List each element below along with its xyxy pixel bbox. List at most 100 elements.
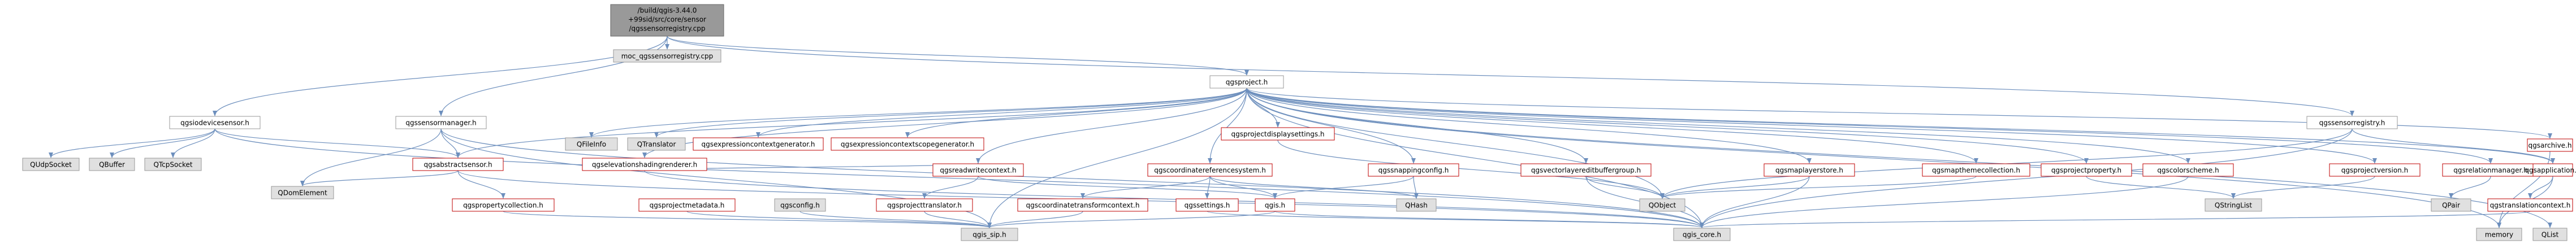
node-qgsprojversion[interactable]: qgsprojectversion.h	[2329, 163, 2421, 177]
node-box-qgsabstractsensor[interactable]	[412, 158, 504, 171]
node-box-qtranslator[interactable]	[627, 137, 686, 151]
node-qgsprojtrans[interactable]: qgsprojecttranslator.h	[876, 198, 973, 212]
node-qgscrs[interactable]: qgscoordinatereferencesystem.h	[1147, 163, 1273, 177]
node-qgsmaplayerstore[interactable]: qgsmaplayerstore.h	[1764, 163, 1855, 177]
node-box-qbuffer[interactable]	[89, 158, 135, 171]
node-qgsvectoredit[interactable]: qgsvectorlayereditbuffergroup.h	[1520, 163, 1652, 177]
node-box-qstringlist[interactable]	[2205, 198, 2262, 212]
node-box-qgsiodevicesensor[interactable]	[169, 116, 261, 129]
node-box-qgsmaptheme[interactable]	[1922, 163, 2030, 177]
node-box-qlist[interactable]	[2532, 228, 2568, 241]
edge-root-to-qgssensormanager	[439, 36, 668, 116]
node-qgscolorscheme[interactable]: qgscolorscheme.h	[2142, 163, 2234, 177]
node-box-qhash[interactable]	[1396, 198, 1437, 212]
node-box-qfileinfo[interactable]	[565, 137, 618, 151]
edge-qgsproject-to-qgis_sip	[987, 88, 1247, 228]
node-box-qgsprojmeta[interactable]	[638, 198, 736, 212]
node-box-qgsprojversion[interactable]	[2329, 163, 2421, 177]
node-memory[interactable]: memory	[2476, 228, 2522, 241]
node-box-qgselevshading[interactable]	[582, 158, 707, 171]
node-qpair[interactable]: QPair	[2431, 198, 2471, 212]
node-qgsapplication[interactable]: qgsapplication.h	[2525, 163, 2576, 177]
node-box-qgsmaplayerstore[interactable]	[1764, 163, 1855, 177]
node-box-qudpsocket[interactable]	[22, 158, 80, 171]
edge-qgsabstractsensor-to-qgspropcoll	[457, 170, 505, 199]
nodes-layer: /build/qgis-3.44.0+99sid/src/core/sensor…	[22, 4, 2576, 241]
node-qdomelement[interactable]: QDomElement	[271, 186, 334, 199]
node-box-moc[interactable]	[613, 49, 721, 63]
node-label-qgssnapping: qgssnappingconfig.h	[1378, 167, 1449, 175]
node-qgsprojdisplay[interactable]: qgsprojectdisplaysettings.h	[1221, 127, 1335, 141]
node-box-qgspropcoll[interactable]	[452, 198, 555, 212]
node-box-qgssensorregistry[interactable]	[2306, 116, 2398, 129]
node-root[interactable]: /build/qgis-3.44.0+99sid/src/core/sensor…	[610, 4, 724, 37]
node-box-qgsreadwritectx[interactable]	[932, 163, 1024, 177]
node-qtcpsocket[interactable]: QTcpSocket	[144, 158, 202, 171]
node-qgis_core[interactable]: qgis_core.h	[1673, 228, 1731, 241]
node-box-qgis_core[interactable]	[1673, 228, 1731, 241]
node-qgselevshading[interactable]: qgselevationshadingrenderer.h	[582, 158, 707, 171]
edge-qgsproject-to-qgsvectoredit	[1246, 88, 1588, 164]
node-qgsexprctxscope[interactable]: qgsexpressioncontextscopegenerator.h	[831, 137, 984, 151]
node-qgspropcoll[interactable]: qgspropertycollection.h	[452, 198, 555, 212]
node-qfileinfo[interactable]: QFileInfo	[565, 137, 618, 151]
node-qgssensorregistry[interactable]: qgssensorregistry.h	[2306, 116, 2398, 129]
node-qudpsocket[interactable]: QUdpSocket	[22, 158, 80, 171]
node-box-qgssnapping[interactable]	[1368, 163, 1459, 177]
node-box-qgscrs[interactable]	[1147, 163, 1273, 177]
node-label-qfileinfo: QFileInfo	[577, 141, 606, 149]
node-box-qgsproject[interactable]	[1209, 75, 1284, 89]
node-qgstranslationctx[interactable]: qgstranslationcontext.h	[2487, 198, 2573, 212]
node-box-memory[interactable]	[2476, 228, 2522, 241]
node-box-qgsvectoredit[interactable]	[1520, 163, 1652, 177]
node-box-qobject[interactable]	[1639, 198, 1685, 212]
edge-qgsarchive-to-memory	[2497, 151, 2551, 228]
node-box-qgsprojtrans[interactable]	[876, 198, 973, 212]
node-box-qpair[interactable]	[2431, 198, 2471, 212]
node-box-qgsconfig[interactable]	[774, 198, 826, 212]
node-box-qgsapplication[interactable]	[2532, 163, 2573, 177]
node-qgsprojmeta[interactable]: qgsprojectmetadata.h	[638, 198, 736, 212]
node-box-qgsprojprop[interactable]	[2041, 163, 2132, 177]
edge-qgscoordtrans-to-qgis_sip	[987, 211, 1083, 228]
node-qgsreadwritectx[interactable]: qgsreadwritecontext.h	[932, 163, 1024, 177]
node-qlist[interactable]: QList	[2532, 228, 2568, 241]
node-qgssensormanager[interactable]: qgssensormanager.h	[395, 116, 487, 129]
node-qhash[interactable]: QHash	[1396, 198, 1437, 212]
node-box-qgscolorscheme[interactable]	[2142, 163, 2234, 177]
node-qgsconfig[interactable]: qgsconfig.h	[774, 198, 826, 212]
node-label-qgsprojmeta: qgsprojectmetadata.h	[650, 202, 725, 210]
node-box-qgscoordtrans[interactable]	[1017, 198, 1148, 212]
edge-root-to-qgsproject	[667, 36, 1249, 76]
node-box-qgssensormanager[interactable]	[395, 116, 487, 129]
node-qgssnapping[interactable]: qgssnappingconfig.h	[1368, 163, 1459, 177]
node-box-qgsexprctxscope[interactable]	[831, 137, 984, 151]
node-box-qgis[interactable]	[1255, 198, 1295, 212]
node-qgsabstractsensor[interactable]: qgsabstractsensor.h	[412, 158, 504, 171]
node-box-qgis_sip[interactable]	[961, 228, 1018, 241]
node-moc[interactable]: moc_qgssensorregistry.cpp	[613, 49, 721, 63]
node-qgis_sip[interactable]: qgis_sip.h	[961, 228, 1018, 241]
node-qstringlist[interactable]: QStringList	[2205, 198, 2262, 212]
node-qgsmaptheme[interactable]: qgsmapthemecollection.h	[1922, 163, 2030, 177]
node-qgsexprctxgen[interactable]: qgsexpressioncontextgenerator.h	[693, 137, 824, 151]
node-qgsarchive[interactable]: qgsarchive.h	[2527, 138, 2573, 152]
node-qgsprojprop[interactable]: qgsprojectproperty.h	[2041, 163, 2132, 177]
node-qgsiodevicesensor[interactable]: qgsiodevicesensor.h	[169, 116, 261, 129]
node-qgssettings[interactable]: qgssettings.h	[1175, 198, 1239, 212]
node-qgscoordtrans[interactable]: qgscoordinatetransformcontext.h	[1017, 198, 1148, 212]
node-label-qgsapplication: qgsapplication.h	[2525, 167, 2576, 175]
node-box-qgstranslationctx[interactable]	[2487, 198, 2573, 212]
node-qgis[interactable]: qgis.h	[1255, 198, 1295, 212]
node-box-qgsexprctxgen[interactable]	[693, 137, 824, 151]
node-qtranslator[interactable]: QTranslator	[627, 137, 686, 151]
node-box-qdomelement[interactable]	[271, 186, 334, 199]
node-qbuffer[interactable]: QBuffer	[89, 158, 135, 171]
node-box-qgsprojdisplay[interactable]	[1221, 127, 1335, 141]
node-box-root[interactable]	[610, 4, 724, 37]
node-box-qtcpsocket[interactable]	[144, 158, 202, 171]
node-qgsproject[interactable]: qgsproject.h	[1209, 75, 1284, 89]
node-qobject[interactable]: QObject	[1639, 198, 1685, 212]
node-box-qgsarchive[interactable]	[2527, 138, 2573, 152]
node-box-qgssettings[interactable]	[1175, 198, 1239, 212]
